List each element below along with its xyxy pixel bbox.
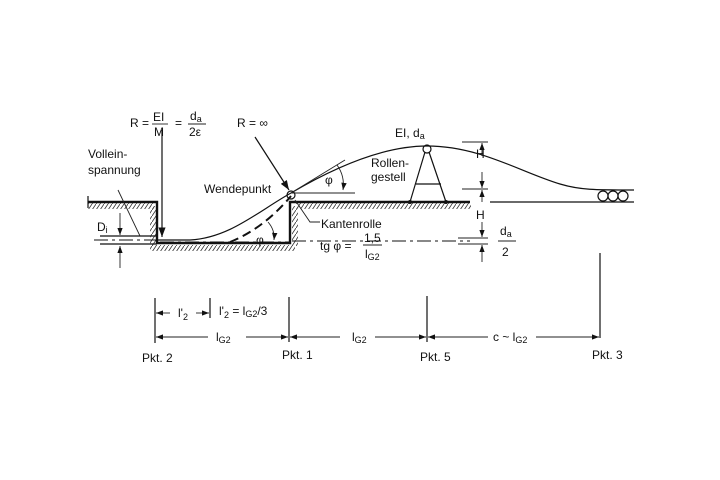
kantenrolle-label: Kantenrolle xyxy=(321,217,382,231)
volleinspannung-line2: spannung xyxy=(88,163,141,177)
h-label-lower: H xyxy=(476,208,485,222)
phi-arc-upper xyxy=(336,164,347,191)
lg2-label-1: lG2 xyxy=(216,330,231,345)
tg-phi-num: 1,5 xyxy=(364,231,381,245)
volleinspannung-leader xyxy=(117,189,141,237)
formula-r-eq: = xyxy=(175,116,182,130)
r-infinity-label: R = ∞ xyxy=(237,116,268,130)
da-half-den: 2 xyxy=(502,245,509,259)
roller-stand-icon xyxy=(408,144,448,204)
h-dimension xyxy=(458,141,488,262)
phi-lower-label: φ xyxy=(256,233,264,247)
edge-roller-icon xyxy=(286,190,296,200)
point-2-label: Pkt. 2 xyxy=(142,351,173,365)
formula-r-num1: EI xyxy=(153,110,164,124)
trench-outline xyxy=(88,200,470,245)
da-half-num: da xyxy=(500,224,512,239)
r-infinity-arrow xyxy=(254,136,290,191)
formula-r-den1: M xyxy=(154,125,164,139)
bottom-dimensions xyxy=(154,253,601,343)
tangent-line xyxy=(290,159,346,194)
ei-da-label: EI, da xyxy=(395,126,425,141)
tg-phi-den: lG2 xyxy=(365,247,380,262)
formula-r-den2: 2ε xyxy=(189,125,202,139)
wendepunkt-label: Wendepunkt xyxy=(204,182,272,196)
formula-r-num2: da xyxy=(190,109,202,124)
volleinspannung-line1: Vollein- xyxy=(88,147,127,161)
l2-prime-equation: l'2 = lG2/3 xyxy=(219,304,268,320)
phi-upper-label: φ xyxy=(325,173,333,187)
pipeline-alt-dashed xyxy=(229,195,292,243)
di-label: Di xyxy=(97,220,108,235)
point-3-label: Pkt. 3 xyxy=(592,348,623,362)
pipe-rollers-icon xyxy=(597,190,629,202)
rollengestell-line1: Rollen- xyxy=(371,156,409,170)
lg2-label-2: lG2 xyxy=(352,330,367,345)
point-5-label: Pkt. 5 xyxy=(420,350,451,364)
phi-arc-lower xyxy=(267,221,278,241)
rollengestell-line2: gestell xyxy=(371,170,406,184)
formula-r-lhs: R = xyxy=(130,116,149,130)
kantenrolle-leader xyxy=(294,199,320,223)
l2-prime-label: l'2 xyxy=(178,306,188,322)
h-label-upper: H xyxy=(476,147,485,161)
point-1-label: Pkt. 1 xyxy=(282,348,313,362)
pipeline-curve xyxy=(157,145,635,241)
tg-phi-lhs: tg φ = xyxy=(320,239,351,253)
c-lg2-label: c ~ lG2 xyxy=(493,330,527,345)
ground-hatching xyxy=(88,203,471,251)
